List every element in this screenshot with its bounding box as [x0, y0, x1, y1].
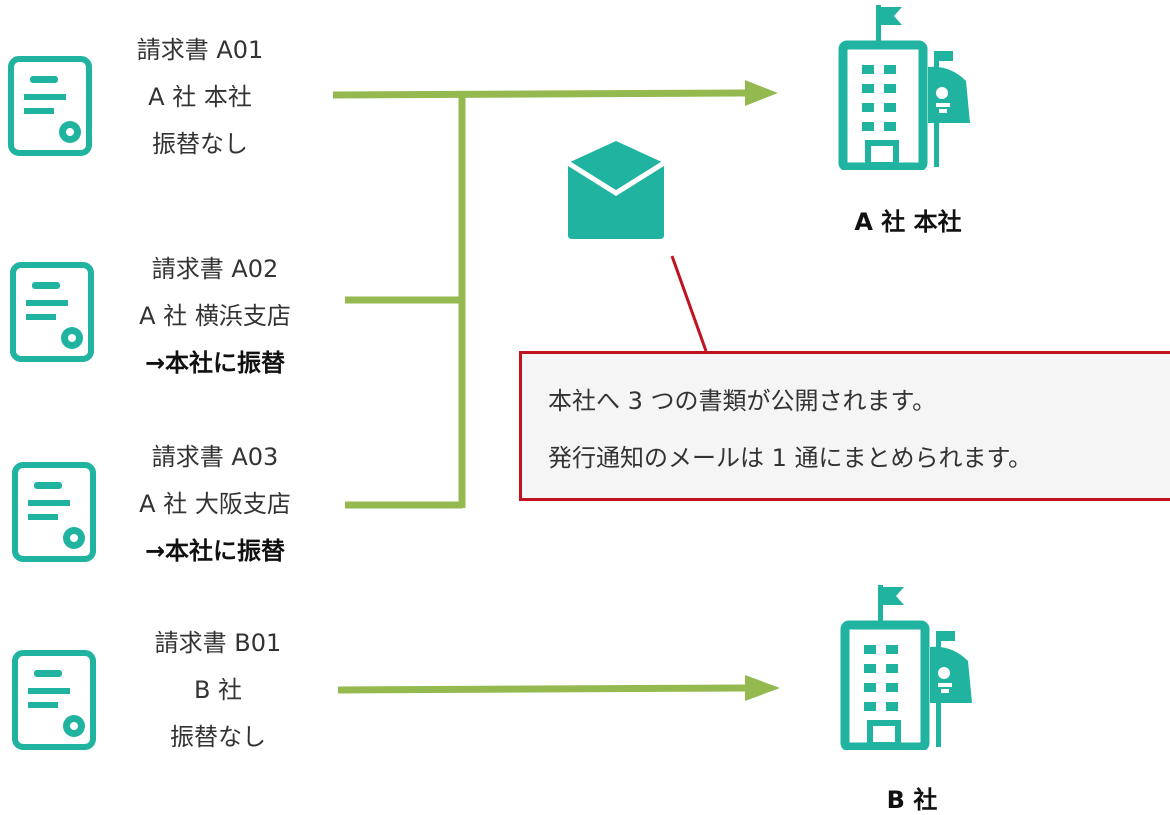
- line-b01: [337, 684, 746, 694]
- destination-label-a: A 社 本社: [854, 208, 962, 236]
- invoice-document-icon: [12, 462, 96, 562]
- document-note: →本社に振替: [144, 537, 286, 565]
- arrowhead-b: [745, 675, 780, 701]
- document-note: 振替なし: [152, 130, 248, 158]
- document-label-b01: 請求書 B01 B 社 振替なし: [118, 620, 318, 761]
- office-building-mailbox-icon: [840, 585, 972, 750]
- invoice-document-icon: [8, 56, 92, 156]
- document-company: A 社 大阪支店: [139, 490, 291, 518]
- document-label-a03: 請求書 A03 A 社 大阪支店 →本社に振替: [115, 434, 315, 575]
- invoice-document-icon: [10, 262, 94, 362]
- office-building-mailbox-icon: [838, 5, 970, 170]
- callout-pointer: [670, 255, 708, 352]
- callout-line-1: 本社へ 3 つの書類が公開されます。: [548, 387, 937, 415]
- document-label-a02: 請求書 A02 A 社 横浜支店 →本社に振替: [115, 246, 315, 387]
- document-company: B 社: [193, 676, 243, 704]
- callout-line-2: 発行通知のメールは 1 通にまとめられます。: [548, 444, 1033, 472]
- document-title: 請求書 A01: [136, 36, 264, 64]
- document-title: 請求書 B01: [154, 629, 282, 657]
- document-title: 請求書 A03: [151, 443, 279, 471]
- arrowhead-a: [745, 80, 778, 106]
- destination-label-b: B 社: [886, 786, 938, 814]
- envelope-icon: [566, 141, 666, 239]
- callout-box: 本社へ 3 つの書類が公開されます。 発行通知のメールは 1 通にまとめられます…: [519, 351, 1170, 501]
- document-note: →本社に振替: [144, 349, 286, 377]
- document-company: A 社 本社: [148, 83, 252, 111]
- document-label-a01: 請求書 A01 A 社 本社 振替なし: [100, 27, 300, 168]
- document-company: A 社 横浜支店: [139, 302, 291, 330]
- document-title: 請求書 A02: [151, 255, 279, 283]
- document-note: 振替なし: [170, 723, 266, 751]
- invoice-document-icon: [12, 650, 96, 750]
- line-a01: [332, 89, 746, 99]
